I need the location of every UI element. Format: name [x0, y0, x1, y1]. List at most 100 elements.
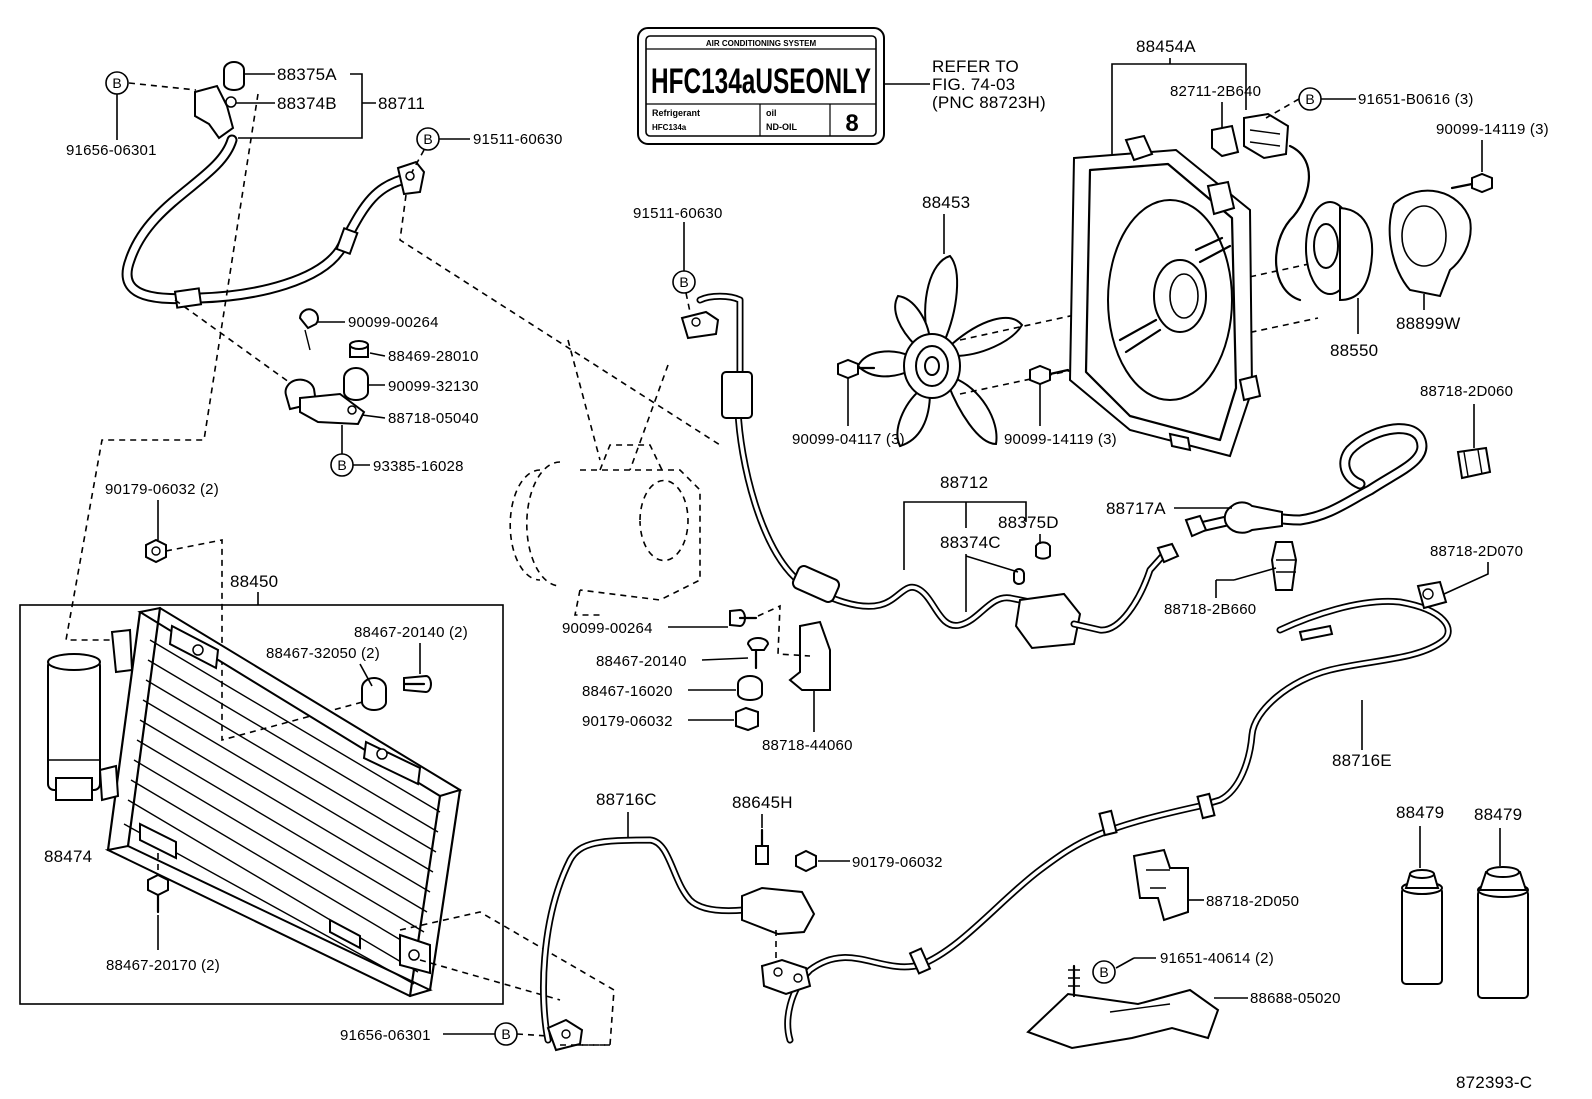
- label-88899W: 88899W: [1396, 314, 1461, 333]
- figure-code: 872393-C: [1456, 1073, 1532, 1092]
- svg-text:B: B: [1305, 91, 1314, 107]
- svg-text:B: B: [337, 457, 346, 473]
- label-82711-2B640: 82711-2B640: [1170, 83, 1261, 100]
- condenser-frame: [19, 604, 504, 1005]
- bracket-88688-05020: [1026, 964, 1220, 1050]
- svg-text:B: B: [423, 131, 432, 147]
- marker-b-91511-mid: B: [672, 270, 696, 294]
- refer-text-line3: (PNC 88723H): [932, 93, 1046, 112]
- label-88450: 88450: [230, 572, 278, 591]
- marker-b-93385: B: [330, 453, 354, 477]
- label-93385-16028: 93385-16028: [373, 458, 464, 475]
- label-88718-2D050: 88718-2D050: [1206, 893, 1299, 910]
- refer-text-line2: FIG. 74-03: [932, 75, 1015, 94]
- label-88453: 88453: [922, 193, 970, 212]
- label-88479-b: 88479: [1474, 805, 1522, 824]
- label-91511-60630-mid: 91511-60630: [633, 205, 723, 222]
- label-88718-05040: 88718-05040: [388, 410, 479, 427]
- bolt-88467-20170: [147, 873, 169, 914]
- bracket-88718-2D050: [1132, 848, 1189, 922]
- label-90099-00264-top: 90099-00264: [348, 314, 439, 331]
- marker-b-91651-b0616: B: [1298, 87, 1322, 111]
- cushion-88467-32050: [361, 677, 387, 711]
- label-90099-14119-3-mid: 90099-14119 (3): [1004, 431, 1117, 448]
- label-88374B: 88374B: [277, 94, 337, 113]
- label-90179-06032-2: 90179-06032 (2): [105, 481, 219, 498]
- bolt-88467-20140: [402, 674, 432, 694]
- label-88375D: 88375D: [998, 513, 1059, 532]
- label-88718-44060: 88718-44060: [762, 737, 853, 754]
- svg-text:B: B: [1099, 964, 1108, 980]
- hose-clamp-bracket: [284, 308, 369, 426]
- label-88718-2D060: 88718-2D060: [1420, 383, 1513, 400]
- label-88688-05020: 88688-05020: [1250, 990, 1341, 1007]
- marker-b-91656-bottom: B: [494, 1022, 518, 1046]
- label-91651-B0616-3: 91651-B0616 (3): [1358, 91, 1474, 108]
- svg-text:B: B: [679, 274, 688, 290]
- bolt-90099-14119-top: [1450, 172, 1493, 194]
- compressor-oil-can-b: [1477, 866, 1529, 999]
- svg-text:B: B: [501, 1026, 510, 1042]
- label-88467-16020: 88467-16020: [582, 683, 673, 700]
- label-88467-20140: 88467-20140: [596, 653, 687, 670]
- svg-text:B: B: [112, 75, 121, 91]
- label-88467-32050-2: 88467-32050 (2): [266, 645, 380, 662]
- refrigerant-decal: AIR CONDITIONING SYSTEM HFC134aUSEONLY R…: [637, 27, 885, 145]
- label-88717A: 88717A: [1106, 499, 1166, 518]
- marker-b-91511-top: B: [416, 127, 440, 151]
- marker-b-91651-40614: B: [1092, 960, 1116, 984]
- fan-shroud-88454A: [1068, 134, 1262, 458]
- label-88712: 88712: [940, 473, 988, 492]
- receiver-dryer-88474: [47, 653, 101, 801]
- fan-motor-88550: [1274, 144, 1374, 302]
- label-88375A: 88375A: [277, 65, 337, 84]
- label-88479-a: 88479: [1396, 803, 1444, 822]
- clamp-88718-2D070: [1416, 580, 1448, 610]
- discharge-hose-88712: [680, 292, 1180, 650]
- decal-refrigerant-label: Refrigerant: [652, 108, 700, 118]
- decal-oil-label: oil: [766, 108, 777, 118]
- label-88469-28010: 88469-28010: [388, 348, 479, 365]
- label-88474: 88474: [44, 847, 92, 866]
- label-91511-60630-top: 91511-60630: [473, 131, 563, 148]
- pipe-88716E: [760, 597, 1452, 1044]
- label-88374C: 88374C: [940, 533, 1001, 552]
- label-91656-06301-top: 91656-06301: [66, 142, 157, 159]
- bolt-90099-04117: [837, 358, 876, 380]
- motor-bracket-88899W: [1388, 189, 1472, 298]
- label-88467-20140-2: 88467-20140 (2): [354, 624, 468, 641]
- label-90179-06032-b: 90179-06032: [852, 854, 943, 871]
- label-88716E: 88716E: [1332, 751, 1392, 770]
- clamp-88718-2D060: [1456, 446, 1492, 480]
- label-90179-06032: 90179-06032: [582, 713, 673, 730]
- bolt-90099-14119-mid: [1029, 364, 1070, 386]
- label-88467-20170-2: 88467-20170 (2): [106, 957, 220, 974]
- decal-oil-value: ND-OIL: [766, 122, 797, 132]
- compressor: [509, 444, 701, 616]
- decal-refrigerant-value: HFC134a: [652, 123, 687, 132]
- label-91651-40614-2: 91651-40614 (2): [1160, 950, 1274, 967]
- bracket-88718-44060: [729, 608, 831, 732]
- decal-headline: HFC134aUSEONLY: [651, 62, 871, 101]
- compressor-oil-can-a: [1401, 869, 1443, 985]
- liquid-pipe-88716C: [539, 828, 817, 1052]
- marker-b-top-left: B: [105, 71, 129, 95]
- decal-oil-number: 8: [845, 110, 858, 137]
- label-88718-2D070: 88718-2D070: [1430, 543, 1523, 560]
- nut-90179: [145, 538, 167, 564]
- label-90099-14119-3-top: 90099-14119 (3): [1436, 121, 1549, 138]
- refer-text-line1: REFER TO: [932, 57, 1019, 76]
- label-91656-06301-bottom: 91656-06301: [340, 1027, 431, 1044]
- decal-system-text: AIR CONDITIONING SYSTEM: [706, 39, 817, 48]
- label-90099-00264-mid: 90099-00264: [562, 620, 653, 637]
- label-90099-04117-3: 90099-04117 (3): [792, 431, 905, 448]
- connector-82711-2B640: [1211, 112, 1290, 160]
- label-88716C: 88716C: [596, 790, 657, 809]
- fan-88453: [856, 254, 1024, 448]
- suction-hose-88711: [121, 61, 426, 309]
- label-88711: 88711: [378, 94, 425, 113]
- label-88718-2B660: 88718-2B660: [1164, 601, 1256, 618]
- label-90099-32130: 90099-32130: [388, 378, 479, 395]
- label-88454A: 88454A: [1136, 37, 1196, 56]
